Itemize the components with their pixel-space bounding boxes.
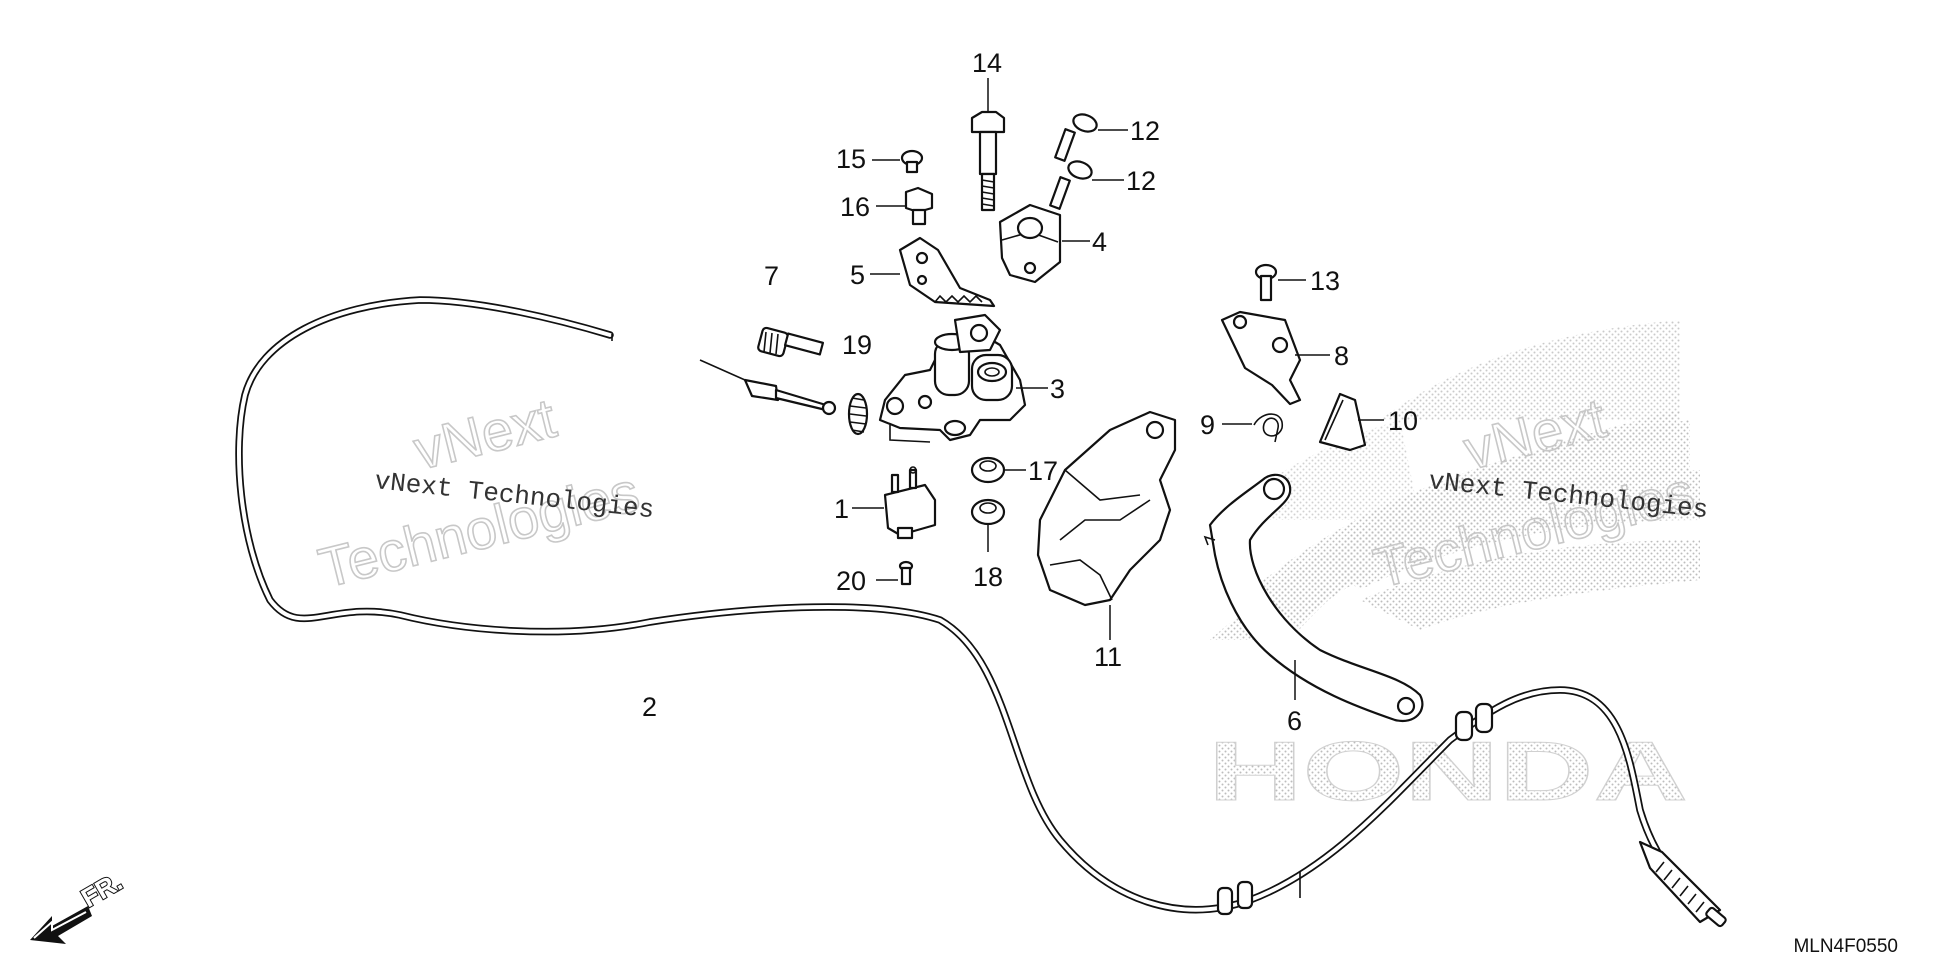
screw-part-12-upper <box>1054 113 1128 162</box>
bolt-part-16 <box>876 186 934 226</box>
callout-16: 16 <box>840 192 870 222</box>
callout-6: 6 <box>1287 706 1302 736</box>
callout-1: 1 <box>834 494 849 524</box>
pad-part-10 <box>1318 392 1384 452</box>
screw-part-12-lower <box>1049 160 1124 210</box>
callout-12-lower: 12 <box>1126 166 1156 196</box>
screw-part-20 <box>876 560 914 586</box>
long-bolt-part-14 <box>970 78 1006 212</box>
lever-part-6 <box>1203 473 1424 723</box>
callout-3: 3 <box>1050 374 1065 404</box>
honda-wordmark-watermark: HONDA <box>1208 724 1688 818</box>
callout-10: 10 <box>1388 406 1418 436</box>
callout-15: 15 <box>836 144 866 174</box>
guard-part-11 <box>1036 410 1177 640</box>
callout-9: 9 <box>1200 410 1215 440</box>
holder-part-4 <box>998 203 1090 284</box>
callout-11: 11 <box>1094 642 1122 672</box>
callout-19: 19 <box>842 330 872 360</box>
callout-13: 13 <box>1310 266 1340 296</box>
callout-4: 4 <box>1092 227 1107 257</box>
watermark-left: vNext Technologies vNext Technologies <box>312 385 656 600</box>
callout-5: 5 <box>850 260 865 290</box>
spring-part-9 <box>1222 413 1283 443</box>
switch-part-1 <box>852 466 937 540</box>
honda-wing-watermark <box>1210 320 1700 640</box>
screw-part-13 <box>1254 263 1306 302</box>
front-direction-arrow-icon: FR. <box>30 865 128 944</box>
callout-17: 17 <box>1028 456 1058 486</box>
callout-7: 7 <box>764 261 779 291</box>
lever-bracket-part-3 <box>878 313 1048 443</box>
callout-18: 18 <box>973 562 1003 592</box>
plate-part-5 <box>870 236 996 308</box>
bushing-part-17 <box>970 456 1026 484</box>
bushing-part-18 <box>970 498 1006 552</box>
screw-part-15 <box>872 149 924 174</box>
adjuster-bolt-part-7 <box>757 326 825 358</box>
cable-part-2 <box>235 296 1727 928</box>
callout-20: 20 <box>836 566 866 596</box>
lock-nut-part-19 <box>847 392 869 436</box>
callout-8: 8 <box>1334 341 1349 371</box>
stopper-plate-part-8 <box>1220 310 1330 406</box>
front-marker-label: FR. <box>76 866 127 913</box>
callout-14: 14 <box>972 48 1002 78</box>
callout-labels: 1 2 3 4 5 6 7 8 9 10 11 12 12 13 14 15 1… <box>642 48 1418 736</box>
callout-2: 2 <box>642 692 657 722</box>
watermark-outline-large: vNext <box>408 386 563 482</box>
callout-12-upper: 12 <box>1130 116 1160 146</box>
diagram-code: MLN4F0550 <box>1793 936 1898 957</box>
